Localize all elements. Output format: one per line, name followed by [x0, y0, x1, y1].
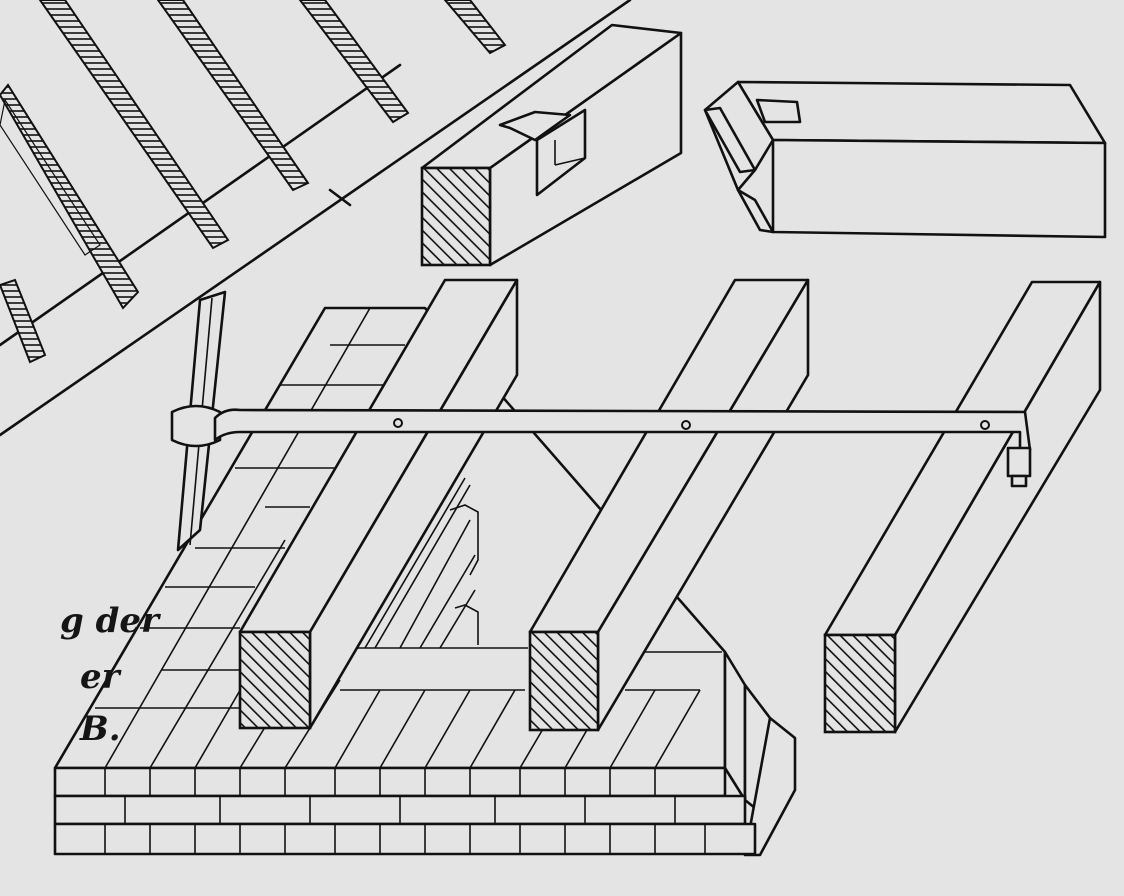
- mortised-beam: [420, 23, 683, 267]
- rafter: [298, 0, 410, 124]
- wall-anchor: [170, 290, 1032, 552]
- joist: [238, 278, 519, 730]
- rafter: [443, 0, 507, 55]
- caption-line-3: B.: [80, 709, 121, 749]
- rafter: [0, 83, 140, 310]
- caption-line-2: er: [80, 657, 120, 697]
- tenoned-beam: [703, 80, 1107, 239]
- anchor-hole: [681, 420, 691, 430]
- rafter: [38, 0, 230, 250]
- anchor-hole: [980, 420, 990, 430]
- anchor-hole: [393, 418, 403, 428]
- roof-plan: [0, 0, 632, 437]
- rafter: [0, 278, 47, 364]
- joist: [823, 280, 1102, 734]
- caption-line-1: g der: [60, 601, 159, 641]
- joist: [528, 278, 810, 732]
- toothing: [364, 477, 479, 649]
- rafter: [156, 0, 310, 192]
